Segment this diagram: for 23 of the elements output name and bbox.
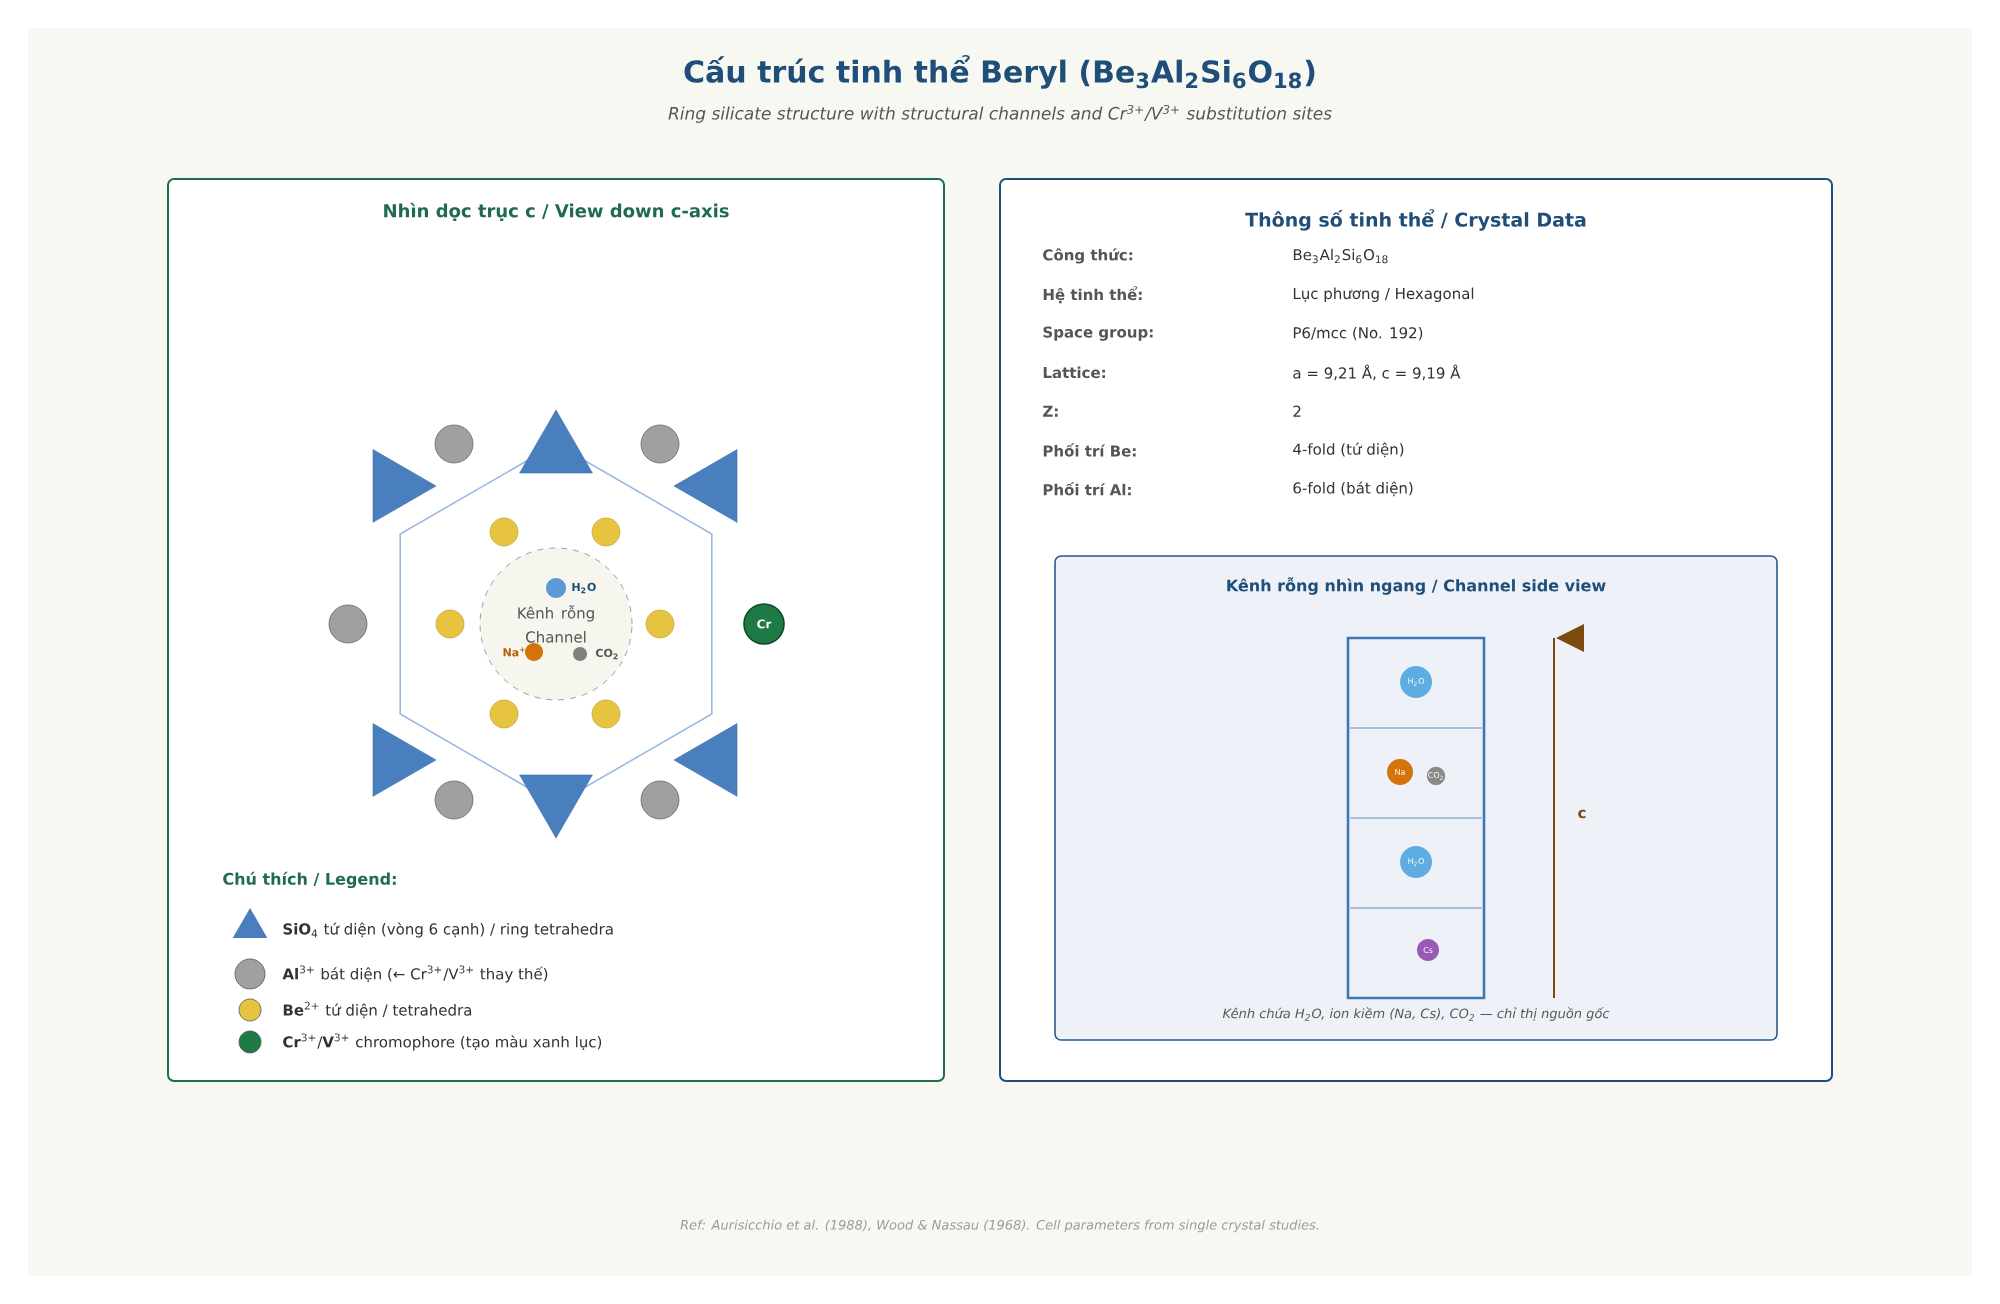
tetrahedron-triangle [519, 774, 593, 839]
panel-heading: Nhìn dọc trục c / View down c-axis [384, 202, 729, 222]
octahedron-atom [640, 424, 680, 464]
octahedron-atom [328, 604, 368, 644]
tetrahedron-atom [489, 517, 519, 547]
title: Cấu trúc tinh thể Beryl (Be$_{3}$Al$_{2}$Si$_{6}$O$_{18}$) [684, 55, 1315, 89]
subtitle: Ring silicate structure with structural channels and Cr$^{3+}$/V$^{3+}$ substitution sites [668, 105, 1332, 123]
octahedron-atom [640, 780, 680, 820]
tetrahedron-atom [435, 609, 465, 639]
tetrahedron-triangle [519, 409, 593, 474]
octahedron-atom [434, 424, 474, 464]
tetrahedron-atom [591, 517, 621, 547]
panel-heading: Kênh rỗng nhìn ngang / Channel side view [1227, 577, 1606, 595]
tetrahedron-triangle [372, 723, 437, 797]
legend-heading: Chú thích / Legend: [223, 871, 396, 889]
tetrahedron-triangle [673, 449, 738, 523]
tetrahedron-atom [489, 699, 519, 729]
panel-heading: Thông số tinh thể / Crystal Data [1245, 209, 1586, 231]
octahedron-atom [434, 780, 474, 820]
tetrahedron-atom [591, 699, 621, 729]
tetrahedron-triangle [372, 449, 437, 523]
tetrahedron-triangle [673, 723, 738, 797]
tetrahedron-atom [645, 609, 675, 639]
